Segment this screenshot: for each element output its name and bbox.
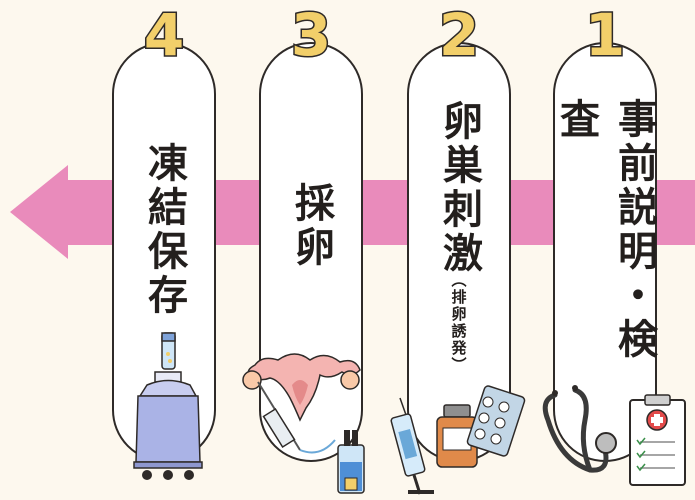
liquid-nitrogen-tank-icon [133, 371, 203, 480]
pill-blister-icon [466, 385, 526, 457]
medical-chart-icon [629, 394, 686, 486]
stethoscope-icon [542, 385, 617, 473]
needle-icon [257, 381, 336, 454]
process-arrow-head [10, 165, 68, 259]
step-number-1: 1 [583, 1, 626, 70]
step-subtitle-2: （排卵誘発） [449, 272, 468, 374]
step-number-2: 2 [437, 1, 480, 70]
step-title-3: 採卵 [288, 182, 334, 270]
step-card-1 [553, 42, 657, 462]
step-title-4: 凍結保存 [141, 142, 187, 318]
step-number-3: 3 [289, 1, 332, 70]
step-title-2: 卵巣刺激 [436, 100, 482, 276]
syringe-icon [390, 397, 434, 495]
test-tube-icon [161, 332, 176, 370]
collection-tube-icon [337, 430, 365, 494]
step-title-1: 事前説明・検査 [553, 98, 657, 362]
step-number-4: 4 [142, 1, 185, 70]
uterus-icon [242, 353, 361, 422]
